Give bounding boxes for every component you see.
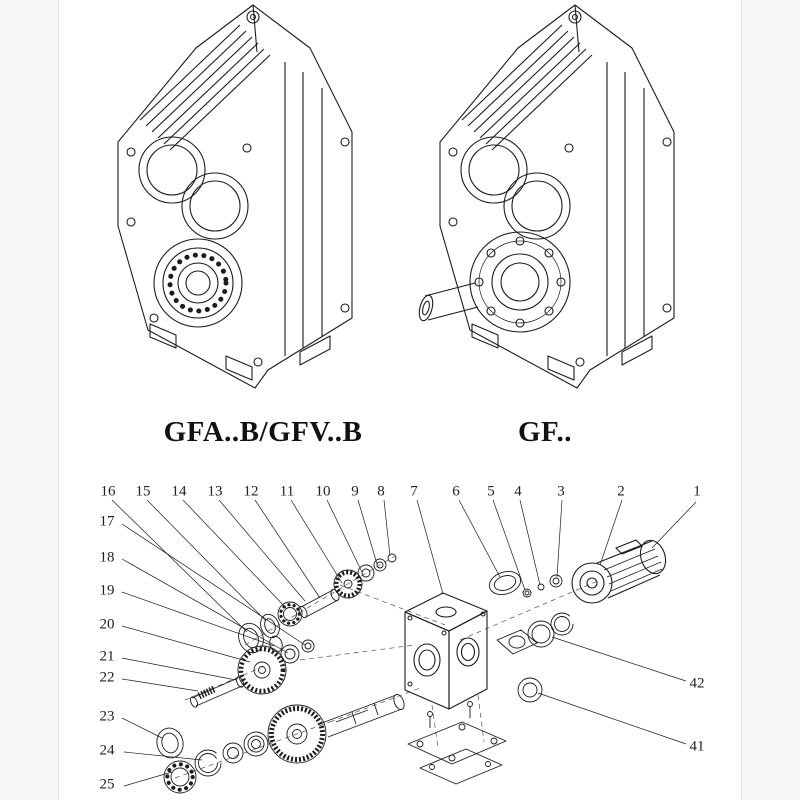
model-label-gfab: GFA..B/GFV..B bbox=[163, 416, 363, 448]
callout-22: 22 bbox=[99, 669, 115, 686]
callout-8: 8 bbox=[377, 483, 385, 500]
model-label-gf: GF.. bbox=[517, 416, 573, 448]
callout-2: 2 bbox=[617, 483, 625, 500]
exploded-intermediate-gear-parts bbox=[190, 645, 287, 708]
callout-19: 19 bbox=[99, 582, 115, 599]
exploded-housing bbox=[404, 592, 488, 710]
exploded-view-diagram bbox=[111, 499, 697, 794]
callout-13: 13 bbox=[207, 483, 223, 500]
callout-24: 24 bbox=[99, 742, 115, 759]
callout-41: 41 bbox=[689, 738, 705, 755]
callout-25: 25 bbox=[99, 776, 115, 793]
callout-11: 11 bbox=[279, 483, 295, 500]
callout-5: 5 bbox=[487, 483, 495, 500]
page-left-margin bbox=[0, 0, 59, 800]
gearbox-drawing-gf bbox=[418, 4, 675, 389]
callout-15: 15 bbox=[135, 483, 151, 500]
callout-9: 9 bbox=[351, 483, 359, 500]
callout-1: 1 bbox=[693, 483, 701, 500]
exploded-output-shaft-parts bbox=[156, 693, 405, 794]
callout-leader-lines bbox=[111, 499, 697, 787]
callout-42: 42 bbox=[689, 675, 705, 692]
callout-10: 10 bbox=[315, 483, 331, 500]
callout-17: 17 bbox=[99, 513, 115, 530]
exploded-base-plates bbox=[407, 701, 507, 785]
callout-3: 3 bbox=[557, 483, 565, 500]
exploded-motor-side-parts bbox=[488, 570, 574, 703]
callout-16: 16 bbox=[100, 483, 116, 500]
callout-21: 21 bbox=[99, 648, 115, 665]
callout-14: 14 bbox=[171, 483, 187, 500]
callout-4: 4 bbox=[514, 483, 522, 500]
callout-6: 6 bbox=[452, 483, 460, 500]
exploded-input-shaft-parts bbox=[238, 553, 397, 664]
callout-18: 18 bbox=[99, 549, 115, 566]
callout-12: 12 bbox=[243, 483, 259, 500]
callout-7: 7 bbox=[410, 483, 418, 500]
page-right-margin bbox=[741, 0, 800, 800]
gearbox-drawing-gfab bbox=[117, 4, 353, 389]
exploded-motor bbox=[571, 539, 667, 604]
callout-20: 20 bbox=[99, 616, 115, 633]
callout-23: 23 bbox=[99, 708, 115, 725]
